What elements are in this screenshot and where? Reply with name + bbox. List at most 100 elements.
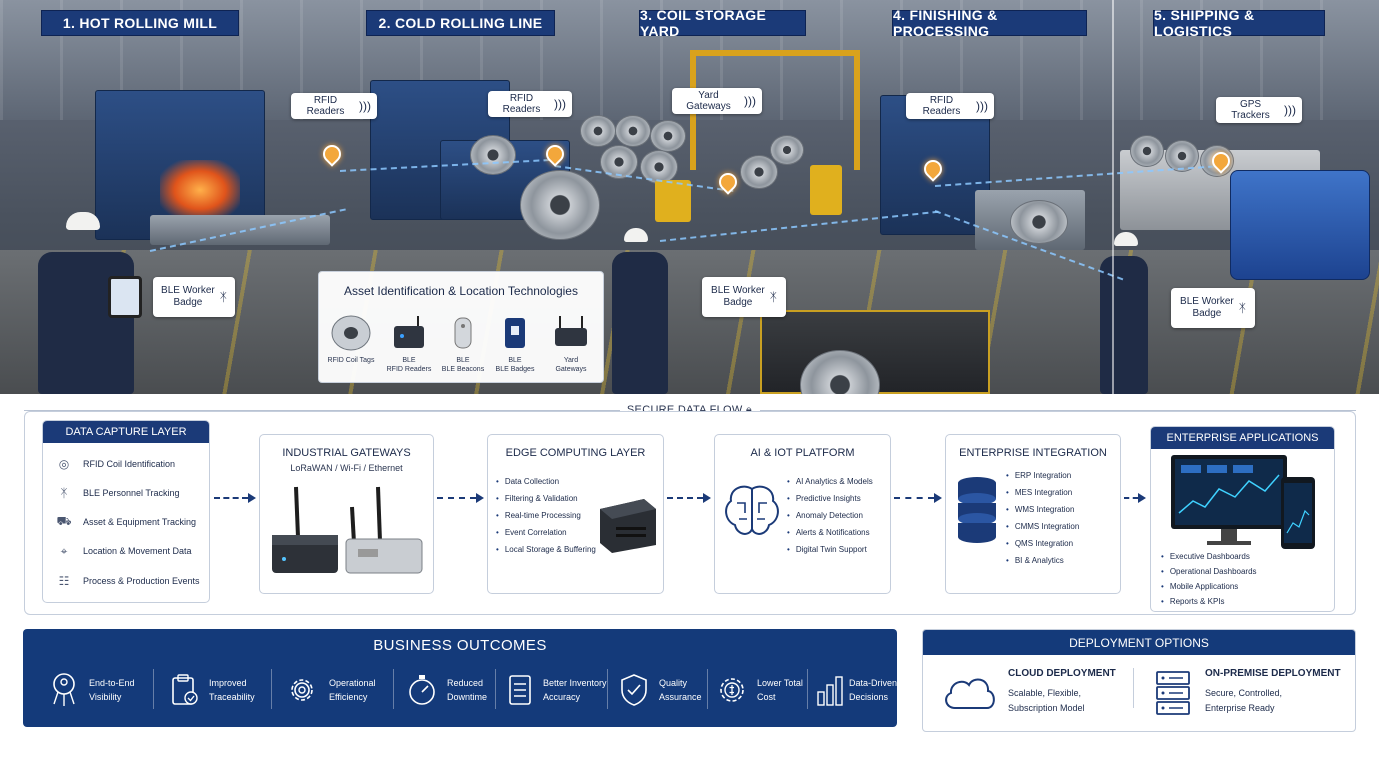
outcome-separator [707,669,708,709]
stage-banner-hot-rolling: 1. HOT ROLLING MILL [41,10,239,36]
network-person-icon [53,673,75,706]
cloud-deployment: CLOUD DEPLOYMENT Scalable, Flexible, Sub… [1008,666,1116,716]
app-item: Operational Dashboards [1161,564,1257,579]
secure-flow-line-right [760,410,1356,411]
steel-coil [1010,200,1068,244]
stage-banner-finishing: 4. FINISHING & PROCESSING [892,7,1087,39]
industrial-gateways: INDUSTRIAL GATEWAYS LoRaWAN / Wi-Fi / Et… [259,434,434,594]
asset-identification-panel: Asset Identification & Location Technolo… [318,271,604,383]
ai-platform-item: Predictive Insights [787,490,873,507]
callout-label: RFID Readers [922,95,961,117]
app-item: Mobile Applications [1161,579,1257,594]
edge-title: EDGE COMPUTING LAYER [505,447,646,459]
location-pin-icon [319,141,345,167]
worker-at-shipping [1100,232,1152,394]
enterprise-applications: ENTERPRISE APPLICATIONS Executive Dashbo… [1150,426,1335,612]
edge-item: Event Correlation [496,524,596,541]
data-capture-layer: DATA CAPTURE LAYER ◎RFID Coil Identifica… [42,420,210,603]
integration-item: CMMS Integration [1006,518,1079,535]
gateway-device-icon [345,486,423,574]
edge-item: Filtering & Validation [496,490,596,507]
lock-icon: 🔒︎ [745,404,753,416]
wireless-signal-icon: ))) [744,94,756,108]
deployment-options-panel: DEPLOYMENT OPTIONS CLOUD DEPLOYMENT Scal… [922,629,1356,732]
section-divider [1112,0,1114,394]
deployment-title: DEPLOYMENT OPTIONS [923,630,1355,655]
callout-label: RFID Readers [502,93,541,115]
shipping-truck [1230,170,1370,280]
on-premise-desc: Secure, Controlled, [1205,688,1283,698]
location-pin-icon: ⌖ [60,543,68,558]
outcome-separator [495,669,496,709]
integration-item: QMS Integration [1006,535,1079,552]
outcome-separator [153,669,154,709]
bluetooth-icon: ᛡ [769,290,777,304]
steel-coil [470,135,516,175]
outcome-separator [607,669,608,709]
rfid-reader-icon [394,316,424,348]
gateways-title: INDUSTRIAL GATEWAYS [282,447,411,459]
outcome-separator [271,669,272,709]
gateways-subtitle: LoRaWAN / Wi-Fi / Ethernet [290,463,403,473]
rfid-readers-callout: RFID Readers))) [906,93,994,119]
data-capture-item: ⌖Location & Movement Data [55,542,192,560]
yard-gateway-icon [555,316,587,346]
rfid-readers-callout: RFID Readers))) [291,93,377,119]
factory-scene: 1. HOT ROLLING MILL 2. COLD ROLLING LINE… [0,0,1379,394]
flow-arrow [214,493,256,503]
data-capture-item: ☷Process & Production Events [55,572,200,590]
roller-table [150,215,330,245]
ble-beacon-icon [454,317,472,349]
edge-device-icon [600,499,656,553]
edge-list: Data Collection Filtering & Validation R… [496,473,596,558]
integration-item: BI & Analytics [1006,552,1079,569]
callout-label: GPS Trackers [1231,99,1270,121]
rfid-icon: ◎ [58,457,70,471]
stage-banner-coil-storage: 3. COIL STORAGE YARD [639,7,806,39]
flow-arrow [667,493,711,503]
steel-coil [640,150,678,184]
app-item: Reports & KPIs [1161,594,1257,609]
clipboard-icon: ☷ [58,574,70,588]
callout-label: Yard Gateways [686,90,731,112]
database-icon [958,477,996,543]
enterprise-apps-list: Executive Dashboards Operational Dashboa… [1161,549,1257,609]
clipboard-check-icon [172,674,198,705]
ai-platform-item: Digital Twin Support [787,541,873,558]
forklift [655,180,691,222]
data-capture-item: ⛟Asset & Equipment Tracking [55,513,196,531]
integration-item: MES Integration [1006,484,1079,501]
on-premise-desc: Enterprise Ready [1205,703,1275,713]
gear-icon [291,679,313,701]
data-capture-title: DATA CAPTURE LAYER [43,421,209,443]
flow-arrow [894,493,942,503]
server-rack-icon [1156,671,1190,715]
data-flow-frame [24,411,1356,615]
steel-coil [650,120,686,152]
steel-coil [1165,140,1199,172]
ai-platform-item: Anomaly Detection [787,507,873,524]
checklist-icon [509,675,531,705]
stage-banner-shipping: 5. SHIPPING & LOGISTICS [1153,7,1325,39]
ai-platform-item: AI Analytics & Models [787,473,873,490]
integration-item: ERP Integration [1006,467,1079,484]
ble-badge-icon [505,318,525,348]
steel-coil [520,170,600,240]
app-item: Executive Dashboards [1161,549,1257,564]
cloud-deployment-desc: Subscription Model [1008,703,1085,713]
steel-coil [740,155,778,189]
worker-with-tablet [38,212,148,394]
